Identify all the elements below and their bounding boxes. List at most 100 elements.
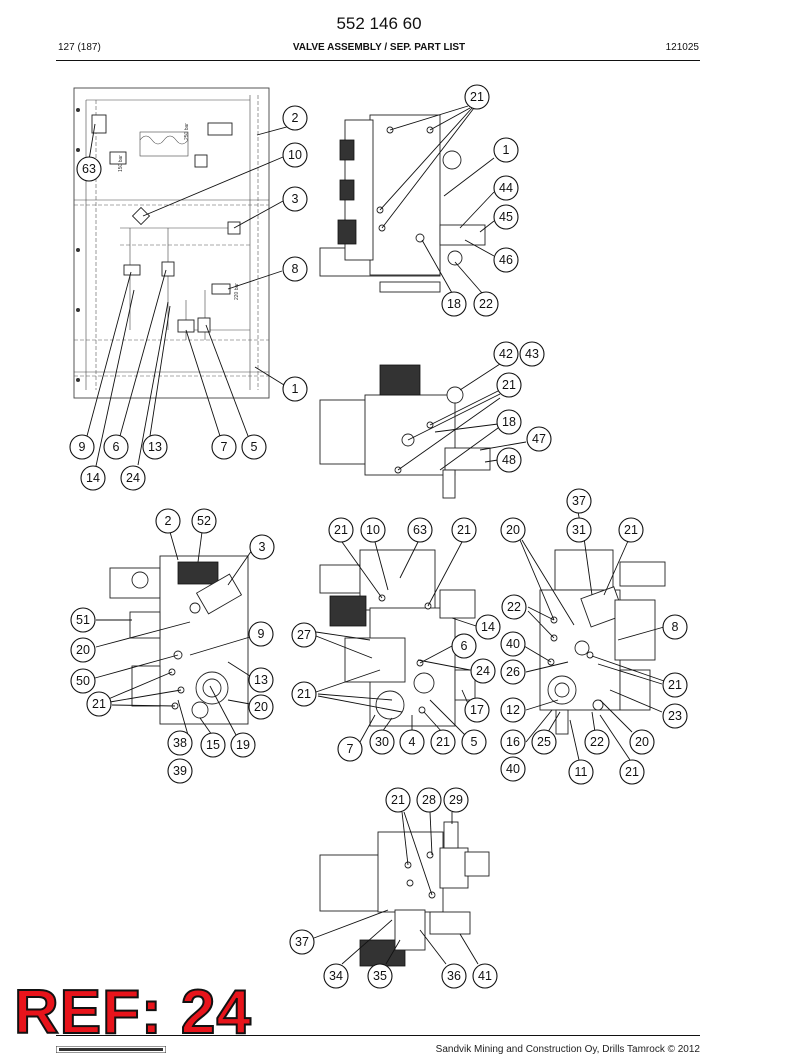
svg-text:5: 5 bbox=[251, 440, 258, 454]
document-code: 552 146 60 bbox=[336, 14, 422, 33]
svg-text:21: 21 bbox=[668, 678, 682, 692]
svg-text:20: 20 bbox=[254, 700, 268, 714]
valve-view-4 bbox=[319, 549, 476, 727]
svg-text:42: 42 bbox=[499, 347, 513, 361]
callout-26: 26 bbox=[500, 659, 526, 685]
callout-21: 21 bbox=[328, 517, 354, 543]
callout-15: 15 bbox=[200, 732, 226, 758]
callout-4: 4 bbox=[399, 729, 425, 755]
svg-text:50: 50 bbox=[76, 674, 90, 688]
callout-63: 63 bbox=[407, 517, 433, 543]
callout-21: 21 bbox=[291, 681, 317, 707]
document-date: 121025 bbox=[665, 42, 699, 53]
callout-22: 22 bbox=[584, 729, 610, 755]
callouts: 2 10 63 3 8 1 9 6 13 7 5 14 24 21 1 44 4… bbox=[69, 84, 688, 989]
callout-5: 5 bbox=[461, 729, 487, 755]
svg-text:30: 30 bbox=[375, 735, 389, 749]
svg-text:21: 21 bbox=[624, 523, 638, 537]
svg-text:22: 22 bbox=[479, 297, 493, 311]
svg-text:19: 19 bbox=[236, 738, 250, 752]
callout-36: 36 bbox=[441, 963, 467, 989]
callout-28: 28 bbox=[416, 787, 442, 813]
callout-21: 21 bbox=[385, 787, 411, 813]
svg-text:13: 13 bbox=[254, 673, 268, 687]
callout-23: 23 bbox=[662, 703, 688, 729]
svg-text:43: 43 bbox=[525, 347, 539, 361]
svg-text:15: 15 bbox=[206, 738, 220, 752]
footer-rule bbox=[56, 1035, 700, 1036]
svg-text:20: 20 bbox=[635, 735, 649, 749]
callout-45: 45 bbox=[493, 204, 519, 230]
svg-text:27: 27 bbox=[297, 628, 311, 642]
svg-text:3: 3 bbox=[259, 540, 266, 554]
callout-41: 41 bbox=[472, 963, 498, 989]
callout-46: 46 bbox=[493, 247, 519, 273]
callout-40: 40 bbox=[500, 756, 526, 782]
svg-text:9: 9 bbox=[79, 440, 86, 454]
svg-text:6: 6 bbox=[113, 440, 120, 454]
svg-text:17: 17 bbox=[470, 703, 484, 717]
svg-text:9: 9 bbox=[258, 627, 265, 641]
callout-43: 43 bbox=[519, 341, 545, 367]
svg-text:21: 21 bbox=[502, 378, 516, 392]
svg-text:14: 14 bbox=[86, 471, 100, 485]
callout-17: 17 bbox=[464, 697, 490, 723]
callout-29: 29 bbox=[443, 787, 469, 813]
svg-text:24: 24 bbox=[126, 471, 140, 485]
svg-text:48: 48 bbox=[502, 453, 516, 467]
callout-24: 24 bbox=[120, 465, 146, 491]
callout-10: 10 bbox=[282, 142, 308, 168]
valve-view-1 bbox=[319, 114, 486, 293]
callout-24: 24 bbox=[470, 658, 496, 684]
callout-22: 22 bbox=[473, 291, 499, 317]
header-rule bbox=[56, 60, 700, 61]
callout-21: 21 bbox=[430, 729, 456, 755]
svg-text:24: 24 bbox=[476, 664, 490, 678]
svg-text:51: 51 bbox=[76, 613, 90, 627]
svg-text:21: 21 bbox=[625, 765, 639, 779]
callout-3: 3 bbox=[249, 534, 275, 560]
svg-text:47: 47 bbox=[532, 432, 546, 446]
callout-20: 20 bbox=[629, 729, 655, 755]
svg-text:14: 14 bbox=[481, 620, 495, 634]
svg-text:20: 20 bbox=[506, 523, 520, 537]
schematic-note-1: 250 bar bbox=[184, 123, 190, 140]
callout-9: 9 bbox=[248, 621, 274, 647]
callout-18: 18 bbox=[441, 291, 467, 317]
svg-text:63: 63 bbox=[413, 523, 427, 537]
callout-22: 22 bbox=[501, 594, 527, 620]
svg-text:21: 21 bbox=[92, 697, 106, 711]
callout-20: 20 bbox=[70, 637, 96, 663]
svg-text:34: 34 bbox=[329, 969, 343, 983]
callout-14: 14 bbox=[80, 465, 106, 491]
callout-6: 6 bbox=[451, 633, 477, 659]
svg-text:25: 25 bbox=[537, 735, 551, 749]
callout-21: 21 bbox=[619, 759, 645, 785]
callout-21: 21 bbox=[662, 672, 688, 698]
callout-39: 39 bbox=[167, 758, 193, 784]
callout-20: 20 bbox=[500, 517, 526, 543]
svg-text:2: 2 bbox=[292, 111, 299, 125]
svg-text:37: 37 bbox=[295, 935, 309, 949]
svg-text:21: 21 bbox=[436, 735, 450, 749]
svg-text:18: 18 bbox=[447, 297, 461, 311]
callout-31: 31 bbox=[566, 517, 592, 543]
callout-10: 10 bbox=[360, 517, 386, 543]
callout-63: 63 bbox=[76, 156, 102, 182]
callout-52: 52 bbox=[191, 508, 217, 534]
callout-16: 16 bbox=[500, 729, 526, 755]
schematic-note-2: 150 bar bbox=[118, 155, 124, 172]
svg-text:12: 12 bbox=[506, 703, 520, 717]
svg-text:13: 13 bbox=[148, 440, 162, 454]
callout-47: 47 bbox=[526, 426, 552, 452]
svg-text:4: 4 bbox=[409, 735, 416, 749]
svg-text:8: 8 bbox=[672, 620, 679, 634]
svg-text:22: 22 bbox=[590, 735, 604, 749]
callout-44: 44 bbox=[493, 175, 519, 201]
callout-11: 11 bbox=[568, 759, 594, 785]
leader-lines bbox=[86, 105, 665, 965]
callout-48: 48 bbox=[496, 447, 522, 473]
callout-21: 21 bbox=[496, 372, 522, 398]
svg-text:37: 37 bbox=[572, 494, 586, 508]
schematic-note-3: 220 bar bbox=[234, 283, 240, 300]
